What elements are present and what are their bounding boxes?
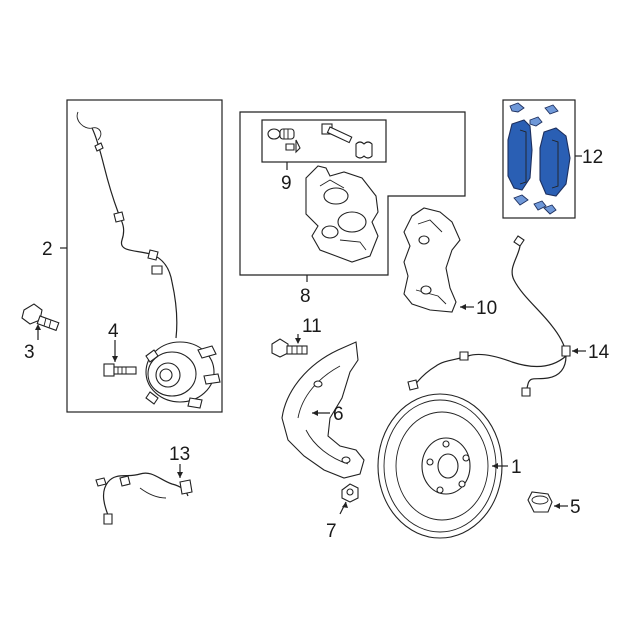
caliper-bracket[interactable] <box>403 207 461 313</box>
callout-7[interactable]: 7 <box>326 521 337 542</box>
hub-bolt-4[interactable] <box>103 363 137 377</box>
brake-caliper[interactable] <box>305 165 379 263</box>
wiring-harness[interactable] <box>95 472 193 525</box>
brake-rotor[interactable] <box>377 393 503 539</box>
callout-1[interactable]: 1 <box>511 457 522 478</box>
caliper-bolt-11[interactable] <box>271 338 308 358</box>
callout-10[interactable]: 10 <box>476 298 497 319</box>
caliper-guide-pin-kit[interactable] <box>267 123 373 159</box>
group-box-8 <box>239 111 466 282</box>
wheel-hub-assembly[interactable] <box>145 341 221 409</box>
splash-shield[interactable] <box>281 341 365 479</box>
callout-13[interactable]: 13 <box>169 444 190 465</box>
callout-2[interactable]: 2 <box>42 239 53 260</box>
dust-cap[interactable] <box>527 491 553 513</box>
callout-8[interactable]: 8 <box>300 286 311 307</box>
brake-pad-set[interactable] <box>507 102 571 215</box>
group-box-12 <box>502 99 582 219</box>
group-box-2 <box>60 99 223 413</box>
hub-bolt-3[interactable] <box>21 303 60 332</box>
callout-14[interactable]: 14 <box>588 342 610 363</box>
callout-11[interactable]: 11 <box>302 316 322 337</box>
callout-9[interactable]: 9 <box>281 173 292 194</box>
callout-4[interactable]: 4 <box>108 321 119 342</box>
callout-3[interactable]: 3 <box>24 342 35 363</box>
brake-wear-sensor[interactable] <box>407 235 571 397</box>
callout-6[interactable]: 6 <box>333 404 344 425</box>
shield-bolt-7[interactable] <box>341 483 359 503</box>
group-box-9 <box>261 119 387 170</box>
abs-sensor-wire[interactable] <box>76 111 178 339</box>
callout-5[interactable]: 5 <box>570 497 581 518</box>
callout-12[interactable]: 12 <box>582 147 603 168</box>
